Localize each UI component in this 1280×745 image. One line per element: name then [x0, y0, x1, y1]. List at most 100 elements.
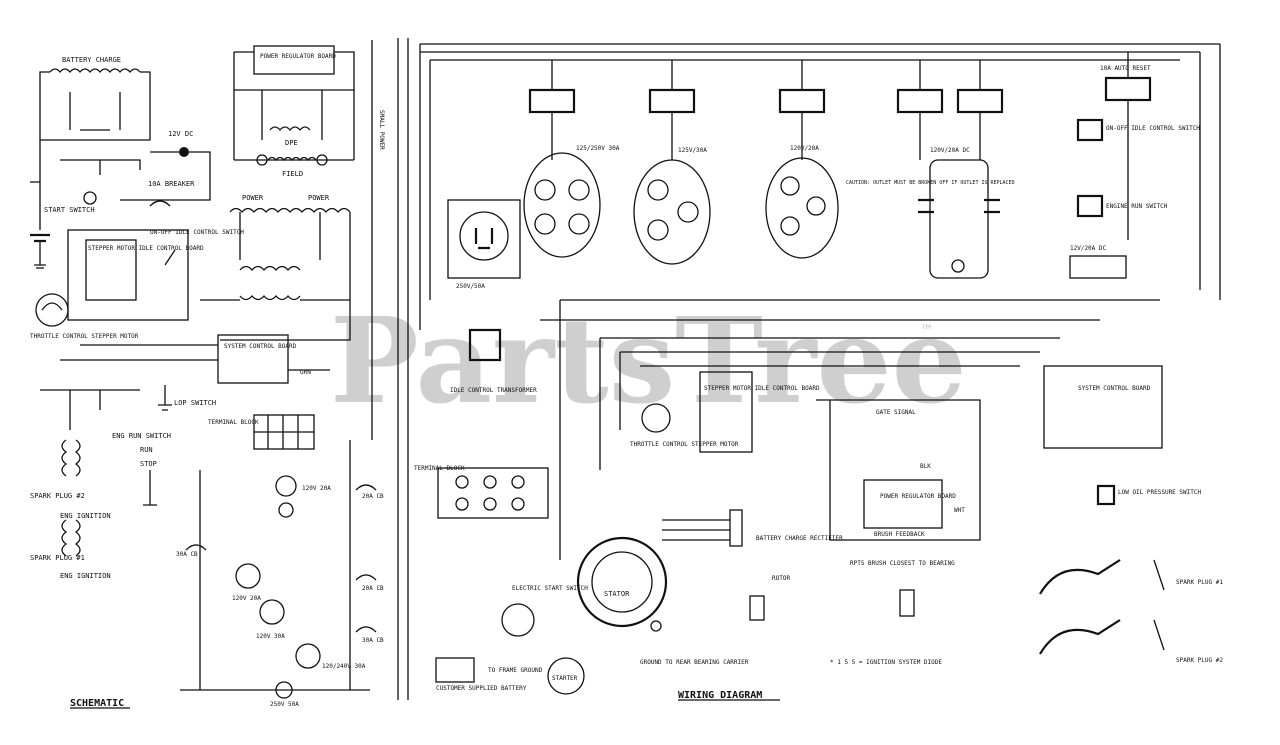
idle-transformer-body	[468, 328, 502, 362]
cb-20a-2-label: 20A CB	[362, 585, 384, 592]
battery-charge-leads	[662, 519, 730, 541]
system-control-board-box	[217, 334, 289, 384]
dpe-label: DPE	[285, 139, 298, 147]
receptacle-120-240v	[295, 643, 321, 669]
engine-ground	[143, 470, 157, 506]
side-bus-wires	[419, 44, 1221, 330]
rec-120v-20a-label: 120V/20A	[790, 145, 819, 152]
harness-wires	[540, 299, 1160, 367]
power-label-2: POWER	[308, 194, 330, 202]
rec-125-250v-label: 125/250V 30A	[576, 145, 620, 152]
schematic-title: SCHEMATIC	[70, 698, 124, 709]
receptacle-120v-30a	[259, 599, 285, 625]
partstree-watermark: PartsTree	[330, 291, 967, 430]
battery-icon	[30, 233, 50, 243]
breaker-10a-symbol	[149, 200, 171, 207]
brush-connector	[899, 589, 915, 617]
stepper-board-outline	[67, 229, 189, 321]
engine-run-switch	[1076, 194, 1104, 218]
stator-inner	[591, 551, 653, 613]
receptacle-250v-50a-box	[447, 199, 521, 279]
starter-motor-icon	[547, 657, 585, 695]
receptacle-120v-20a-2	[235, 563, 261, 589]
breaker-30a-cb2	[528, 88, 576, 114]
terminal-block-grid	[254, 415, 314, 449]
receptacle-250v-50a-slots	[474, 228, 494, 250]
power-regulator-board-label: POWER REGULATOR BOARD	[880, 493, 956, 500]
stepper-board-box	[699, 371, 753, 453]
breaker-20a-cb6	[956, 88, 1004, 114]
terminal-block-label: TERMINAL BLOCK	[414, 465, 465, 472]
rec-120v-20a-1-label: 120V 20A	[302, 485, 331, 492]
power-regulator-board-box	[253, 45, 335, 75]
battery-icon	[435, 657, 475, 683]
receptacle-socket	[278, 502, 294, 518]
spark-plug-bodies	[1153, 559, 1165, 651]
eng-run-switch-label: ENG RUN SWITCH	[112, 432, 171, 440]
rec-120v-20a-2-label: 120V 20A	[232, 595, 261, 602]
battery-charge-connector	[729, 509, 743, 547]
blk-label: BLK	[920, 463, 931, 470]
starter-label: STARTER	[552, 675, 578, 682]
schematic-main-bus	[30, 140, 41, 230]
ignition-coil-2	[61, 439, 81, 477]
wiring-diagram-title: WIRING DIAGRAM	[678, 690, 762, 701]
dc-outlet-label: 12V/20A DC	[1070, 245, 1107, 252]
stop-label: STOP	[140, 460, 157, 468]
breaker-feed-wires	[551, 52, 1129, 90]
receptacle-250v-50a	[275, 681, 293, 699]
brush-terminal	[316, 154, 328, 166]
circuit-breaker-row	[528, 76, 1152, 114]
gfci-terminals	[918, 198, 1000, 214]
receptacle-125-250v-face	[523, 152, 601, 258]
top-bus-wires	[420, 43, 1220, 61]
throttle-stepper-motor-icon	[641, 403, 671, 433]
receptacle-slot	[647, 219, 669, 241]
receptacle-120v-20a-face	[765, 157, 839, 259]
gfci-label: 120V/20A DC	[930, 147, 970, 154]
breaker-10a-label: 10A BREAKER	[148, 180, 195, 188]
rec-250v-50a-label: 250V/50A	[456, 283, 485, 290]
idle-switch-symbol	[164, 249, 176, 266]
ignition-coil-1	[61, 519, 81, 557]
terminal-screw	[511, 497, 525, 511]
spark-plug-2-label: SPARK PLUG #2	[1176, 657, 1223, 664]
brush-terminal	[256, 154, 268, 166]
throttle-motor-label: THROTTLE CONTROL STEPPER MOTOR	[630, 441, 739, 448]
power-winding	[229, 207, 351, 213]
low-oil-switch-label: LOW OIL PRESSURE SWITCH	[1118, 489, 1201, 496]
battery-charge-rectifier-label: BATTERY CHARGE RECTIFIER	[756, 535, 843, 542]
receptacle-slot	[534, 179, 556, 201]
transformer-primary	[239, 265, 301, 271]
rec-120-240v-label: 120/240V 30A	[322, 663, 366, 670]
dc-circuit	[120, 151, 211, 201]
rectifier-body	[749, 595, 765, 621]
run-label: RUN	[140, 446, 153, 454]
schematic-section: BATTERY CHARGE POWER REGULATOR BOARD DPE…	[30, 40, 385, 709]
dc-outlet-box	[1069, 255, 1127, 279]
brush-feedback-label: BRUSH FEEDBACK	[874, 531, 925, 538]
field-winding	[267, 156, 317, 162]
gfci-duplex-body	[929, 159, 989, 279]
breaker-20a-cb5	[896, 88, 944, 114]
spark-plug-1-lead	[1039, 559, 1121, 595]
throttle-motor-rotor	[41, 302, 63, 311]
schematic-branch-13	[60, 159, 141, 175]
footnote-label: * 1 5 5 = IGNITION SYSTEM DIODE	[830, 659, 942, 666]
dc-12v-label: 12V DC	[168, 130, 193, 138]
wiring-diagram-section: 10A AUTO RESET 250V/50A 125/250V 30A 125…	[414, 43, 1223, 701]
harness-drops	[559, 300, 621, 560]
spark-plug-2-label: SPARK PLUG #2	[30, 492, 85, 500]
battery-charge-label: BATTERY CHARGE	[62, 56, 121, 64]
customer-battery-label: CUSTOMER SUPPLIED BATTERY	[436, 685, 527, 692]
battery-charge-winding	[49, 68, 141, 74]
spark-plug-2-lead	[1039, 619, 1121, 655]
vertical-bus-label: SMALL POWER	[378, 110, 385, 150]
breaker-30a	[185, 544, 207, 551]
ground-stud	[650, 620, 662, 632]
ground-rear-label: GROUND TO REAR BEARING CARRIER	[640, 659, 749, 666]
receptacle-slot	[534, 213, 556, 235]
low-oil-pressure-switch	[1096, 484, 1116, 506]
rec-125v-30a-label: 125V/30A	[678, 147, 707, 154]
terminal-screw	[511, 475, 525, 489]
